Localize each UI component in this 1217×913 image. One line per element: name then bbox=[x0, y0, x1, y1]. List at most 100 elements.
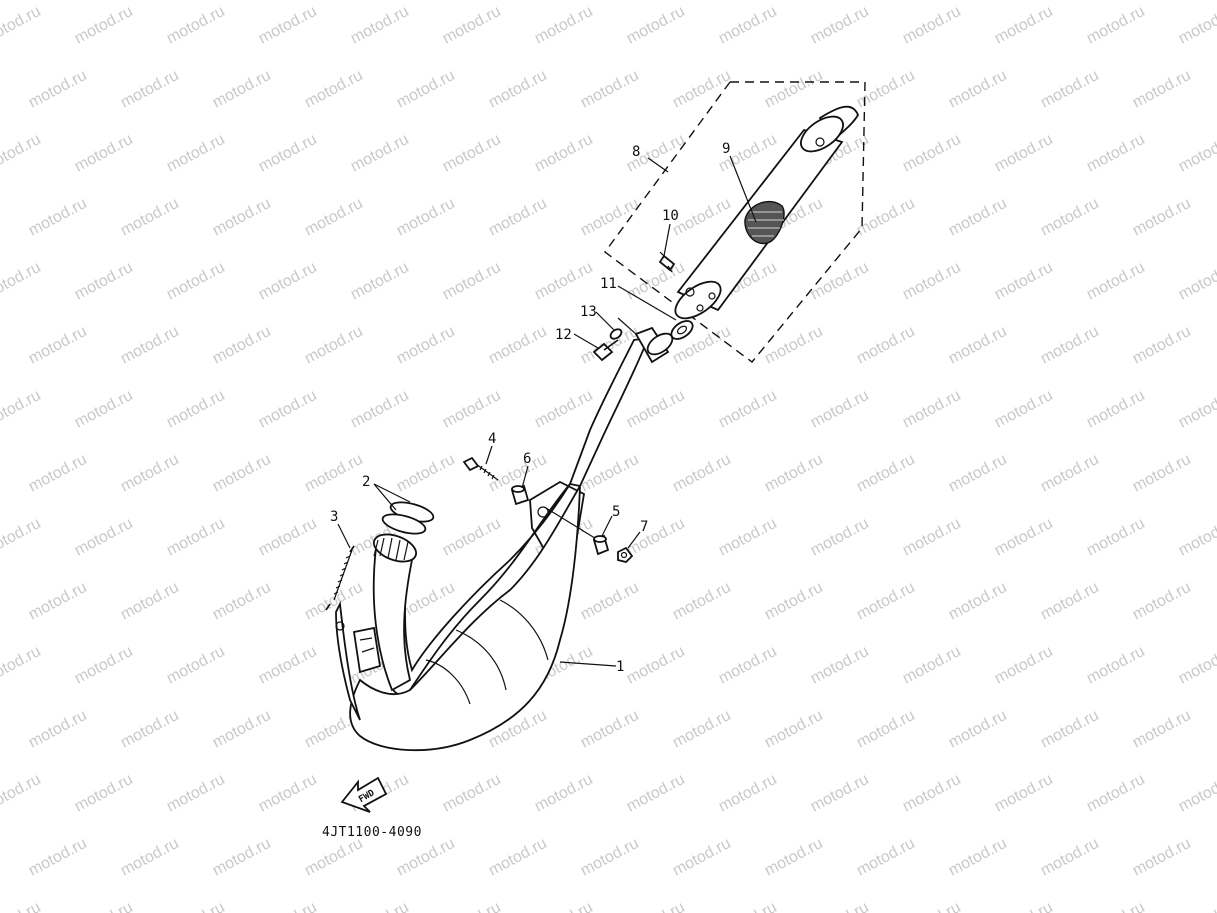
silencer-emblem bbox=[744, 201, 785, 245]
watermark-text: motod.ru bbox=[1084, 771, 1148, 816]
watermark-text: motod.ru bbox=[900, 643, 964, 688]
watermark-text: motod.ru bbox=[532, 3, 596, 48]
watermark-text: motod.ru bbox=[808, 3, 872, 48]
watermark-text: motod.ru bbox=[348, 131, 412, 176]
watermark-text: motod.ru bbox=[486, 67, 550, 112]
watermark-text: motod.ru bbox=[762, 835, 826, 880]
watermark-text: motod.ru bbox=[394, 67, 458, 112]
watermark-text: motod.ru bbox=[26, 67, 90, 112]
watermark-text: motod.ru bbox=[900, 387, 964, 432]
watermark-text: motod.ru bbox=[256, 131, 320, 176]
watermark-text: motod.ru bbox=[72, 515, 136, 560]
watermark-text: motod.ru bbox=[302, 323, 366, 368]
watermark-text: motod.ru bbox=[1130, 195, 1194, 240]
watermark-text: motod.ru bbox=[992, 3, 1056, 48]
watermark-text: motod.ru bbox=[72, 771, 136, 816]
watermark-text: motod.ru bbox=[762, 451, 826, 496]
watermark-text: motod.ru bbox=[210, 67, 274, 112]
watermark-text: motod.ru bbox=[578, 67, 642, 112]
watermark-text: motod.ru bbox=[0, 515, 44, 560]
watermark-text: motod.ru bbox=[1084, 515, 1148, 560]
watermark-text: motod.ru bbox=[946, 451, 1010, 496]
callout-1: 1 bbox=[616, 659, 624, 675]
callout-9: 9 bbox=[722, 141, 730, 157]
watermark-text: motod.ru bbox=[854, 195, 918, 240]
watermark-text: motod.ru bbox=[854, 451, 918, 496]
watermark-text: motod.ru bbox=[1176, 771, 1217, 816]
watermark-text: motod.ru bbox=[1038, 451, 1102, 496]
watermark-text: motod.ru bbox=[118, 451, 182, 496]
watermark-text: motod.ru bbox=[0, 3, 44, 48]
watermark-text: motod.ru bbox=[762, 323, 826, 368]
watermark-text: motod.ru bbox=[0, 387, 44, 432]
fwd-arrow-icon: FWD bbox=[340, 776, 388, 813]
watermark-text: motod.ru bbox=[716, 515, 780, 560]
watermark-text: motod.ru bbox=[624, 771, 688, 816]
watermark-text: motod.ru bbox=[348, 259, 412, 304]
collar-6 bbox=[510, 484, 530, 506]
watermark-text: motod.ru bbox=[854, 707, 918, 752]
watermark-text: motod.ru bbox=[72, 643, 136, 688]
watermark-text: motod.ru bbox=[532, 259, 596, 304]
watermark-text: motod.ru bbox=[72, 3, 136, 48]
watermark-text: motod.ru bbox=[1038, 195, 1102, 240]
watermark-text: motod.ru bbox=[118, 195, 182, 240]
watermark-text: motod.ru bbox=[1176, 515, 1217, 560]
watermark-text: motod.ru bbox=[1084, 899, 1148, 913]
watermark-text: motod.ru bbox=[1038, 579, 1102, 624]
watermark-text: motod.ru bbox=[118, 835, 182, 880]
watermark-text: motod.ru bbox=[992, 643, 1056, 688]
callout-3: 3 bbox=[330, 509, 338, 525]
watermark-text: motod.ru bbox=[1130, 707, 1194, 752]
watermark-text: motod.ru bbox=[302, 579, 366, 624]
nut-7 bbox=[617, 546, 634, 563]
watermark-text: motod.ru bbox=[762, 579, 826, 624]
watermark-text: motod.ru bbox=[716, 3, 780, 48]
watermark-text: motod.ru bbox=[946, 67, 1010, 112]
watermark-text: motod.ru bbox=[1130, 67, 1194, 112]
watermark-text: motod.ru bbox=[624, 515, 688, 560]
watermark-text: motod.ru bbox=[1176, 259, 1217, 304]
bolt-12 bbox=[592, 339, 619, 362]
watermark-text: motod.ru bbox=[1038, 835, 1102, 880]
watermark-text: motod.ru bbox=[394, 451, 458, 496]
gaskets bbox=[381, 501, 435, 535]
watermark-text: motod.ru bbox=[118, 323, 182, 368]
watermark-text: motod.ru bbox=[486, 835, 550, 880]
watermark-text: motod.ru bbox=[670, 67, 734, 112]
watermark-text: motod.ru bbox=[808, 643, 872, 688]
watermark-text: motod.ru bbox=[946, 579, 1010, 624]
callout-12: 12 bbox=[555, 327, 572, 343]
callout-11: 11 bbox=[600, 276, 617, 292]
watermark-text: motod.ru bbox=[72, 259, 136, 304]
watermark-text: motod.ru bbox=[26, 579, 90, 624]
watermark-text: motod.ru bbox=[1130, 579, 1194, 624]
watermark-text: motod.ru bbox=[394, 323, 458, 368]
watermark-text: motod.ru bbox=[670, 451, 734, 496]
watermark-text: motod.ru bbox=[440, 387, 504, 432]
watermark-text: motod.ru bbox=[624, 643, 688, 688]
watermark-text: motod.ru bbox=[348, 899, 412, 913]
watermark-text: motod.ru bbox=[256, 387, 320, 432]
watermark-text: motod.ru bbox=[1038, 323, 1102, 368]
watermark-text: motod.ru bbox=[26, 835, 90, 880]
callout-13: 13 bbox=[580, 304, 597, 320]
watermark-text: motod.ru bbox=[716, 771, 780, 816]
watermark-text: motod.ru bbox=[1176, 131, 1217, 176]
watermark-text: motod.ru bbox=[256, 771, 320, 816]
watermark-text: motod.ru bbox=[808, 515, 872, 560]
watermark-text: motod.ru bbox=[26, 195, 90, 240]
watermark-text: motod.ru bbox=[900, 259, 964, 304]
watermark-text: motod.ru bbox=[0, 771, 44, 816]
watermark-text: motod.ru bbox=[440, 259, 504, 304]
watermark-text: motod.ru bbox=[256, 515, 320, 560]
watermark-text: motod.ru bbox=[670, 579, 734, 624]
watermark-text: motod.ru bbox=[946, 323, 1010, 368]
watermark-text: motod.ru bbox=[532, 771, 596, 816]
watermark-text: motod.ru bbox=[808, 387, 872, 432]
watermark-text: motod.ru bbox=[900, 3, 964, 48]
watermark-text: motod.ru bbox=[0, 899, 44, 913]
callout-8: 8 bbox=[632, 144, 640, 160]
watermark-text: motod.ru bbox=[302, 67, 366, 112]
